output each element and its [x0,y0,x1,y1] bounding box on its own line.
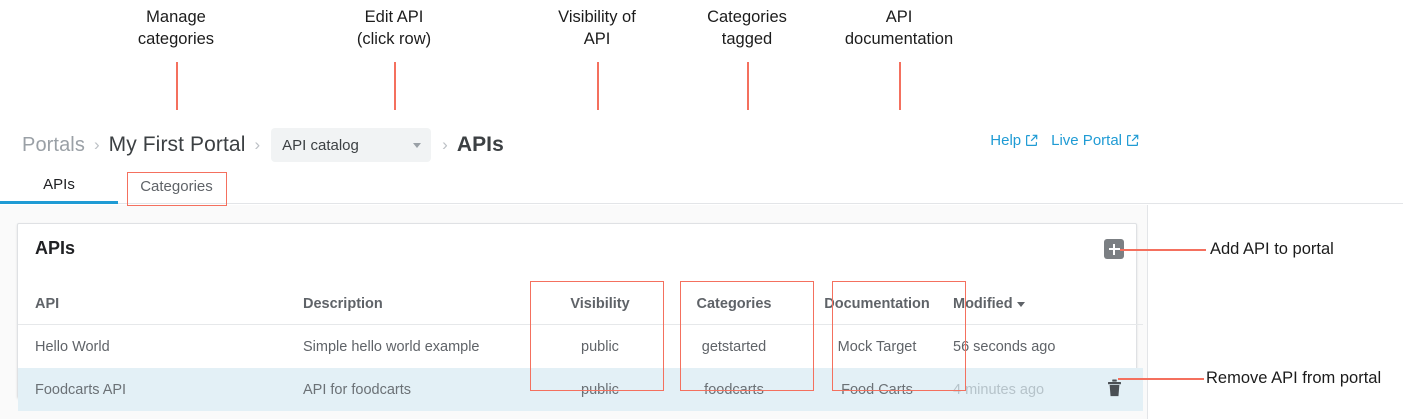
cell-categories: getstarted [701,338,767,355]
catalog-select[interactable]: API catalog [271,128,432,162]
card-title: APIs [35,238,76,258]
cell-documentation: Food Carts [801,368,953,411]
cell-api: Foodcarts API [18,368,303,411]
live-portal-link-label: Live Portal [1051,132,1122,149]
table-row[interactable]: Hello World Simple hello world example p… [18,325,1143,369]
breadcrumb: Portals › My First Portal › API catalog … [22,128,504,162]
annotation-label-categories-tagged: Categories tagged [707,8,787,48]
annotation-label-add-api-to-portal: Add API to portal [1210,240,1334,258]
annotation-label-remove-api-from-portal: Remove API from portal [1206,369,1382,387]
annotation-label-manage-categories: Manage categories [137,8,215,48]
table-row[interactable]: Foodcarts API API for foodcarts public f… [18,368,1143,411]
column-header-categories[interactable]: Categories [667,286,801,325]
annotation-label-api-documentation: API documentation [844,8,954,48]
column-header-description[interactable]: Description [303,286,533,325]
column-header-api[interactable]: API [18,286,303,325]
apis-card: APIs API Description Visibility Categori… [17,223,1143,411]
breadcrumb-portals[interactable]: Portals [22,133,85,156]
plus-icon [1113,243,1115,255]
external-link-icon [1127,134,1139,146]
cell-description: Simple hello world example [303,338,480,355]
catalog-select-value: API catalog [282,136,359,154]
breadcrumb-separator: › [442,135,448,154]
apis-table: API Description Visibility Categories Do… [18,286,1143,411]
annotation-label-edit-api: Edit API (click row) [356,8,432,48]
column-header-modified-label: Modified [953,296,1013,312]
column-header-modified[interactable]: Modified [953,286,1143,325]
external-link-icon [1026,134,1038,146]
sort-desc-icon [1016,301,1025,307]
tab-bar-rule [0,203,1403,204]
cell-visibility: public [581,338,619,355]
help-link-label: Help [990,132,1022,149]
top-links: Help Live Portal [990,132,1139,149]
annotation-line-add-api [1120,249,1206,251]
cell-modified: 56 seconds ago [953,338,1056,355]
cell-api: Hello World [35,338,110,355]
tab-apis[interactable]: APIs [0,168,118,204]
cell-modified-label: 4 minutes ago [953,381,1045,398]
tab-bar: APIs Categories [0,168,1403,204]
breadcrumb-separator: › [93,135,100,154]
cell-categories: foodcarts [667,368,801,411]
tab-categories[interactable]: Categories [140,177,213,195]
table-header-row: API Description Visibility Categories Do… [18,286,1143,325]
help-link[interactable]: Help [990,132,1038,149]
app-window: Portals › My First Portal › API catalog … [0,110,1403,419]
live-portal-link[interactable]: Live Portal [1051,132,1139,149]
cell-visibility: public [533,368,667,411]
breadcrumb-my-first-portal[interactable]: My First Portal [108,133,246,156]
annotation-line-remove-api [1118,378,1204,380]
trash-icon[interactable] [1107,379,1122,397]
add-api-button[interactable] [1104,239,1124,259]
column-header-visibility[interactable]: Visibility [533,286,667,325]
cell-modified: 4 minutes ago [953,368,1143,411]
cell-documentation: Mock Target [837,338,917,355]
column-header-documentation[interactable]: Documentation [801,286,953,325]
breadcrumb-current-apis: APIs [456,133,504,156]
chevron-down-icon [413,142,422,148]
breadcrumb-separator: › [254,135,261,154]
cell-description: API for foodcarts [303,368,533,411]
annotation-label-visibility-of-api: Visibility of API [558,8,636,48]
